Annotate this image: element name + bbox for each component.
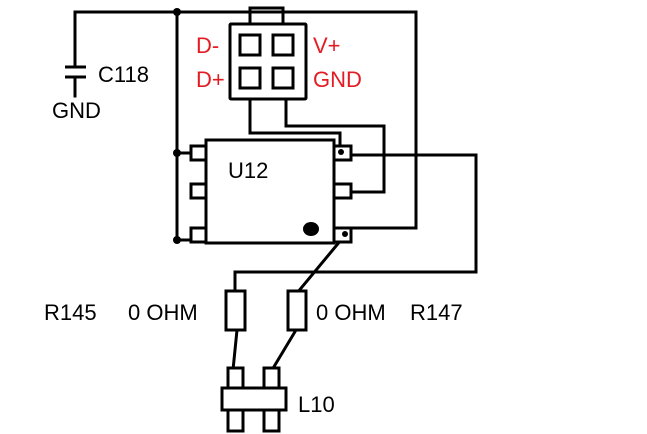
ic-u12	[189, 138, 353, 245]
inductor-l10	[220, 366, 288, 433]
ic-pin	[332, 182, 353, 200]
gnd-label: GND	[52, 98, 101, 123]
wire-right-loop	[233, 153, 478, 293]
wire-connector-pin1	[248, 83, 342, 155]
connector-pin-label-vplus: V+	[313, 33, 341, 58]
c118-label: C118	[98, 62, 149, 87]
wire-connector-pin2	[284, 83, 386, 194]
junctions	[173, 8, 181, 244]
wire-r145-l10	[231, 328, 239, 372]
r145-label: R145	[44, 300, 97, 325]
connector-pin-label-dplus: D+	[196, 67, 225, 92]
pin-contact-dot	[342, 231, 348, 237]
connector-pin-label-dminus: D-	[196, 33, 219, 58]
r145-value-label: 0 OHM	[128, 300, 198, 325]
u12-label: U12	[228, 158, 268, 183]
capacitor-c118	[65, 65, 86, 79]
pin-contact-dot	[338, 149, 344, 155]
wire-r147-diagonal	[294, 231, 349, 296]
r147-label: R147	[410, 300, 463, 325]
junction-dot	[173, 236, 181, 244]
connector-pin-label-gnd: GND	[313, 67, 362, 92]
r147-value-label: 0 OHM	[316, 300, 386, 325]
wire-left-bus	[175, 10, 195, 242]
wire-top-rail	[73, 10, 418, 230]
resistor-r147	[286, 289, 308, 332]
l10-label: L10	[298, 392, 335, 417]
ic-pin	[189, 226, 208, 244]
junction-dot	[173, 149, 181, 157]
resistor-r145	[224, 289, 247, 332]
wire-r147-l10	[269, 327, 299, 373]
connector	[228, 22, 308, 101]
ic-pin	[189, 144, 208, 162]
ic-pin1-marker	[303, 222, 319, 236]
ic-pin	[189, 182, 208, 200]
junction-dot	[173, 8, 181, 16]
wire-connector-loop	[248, 6, 285, 30]
